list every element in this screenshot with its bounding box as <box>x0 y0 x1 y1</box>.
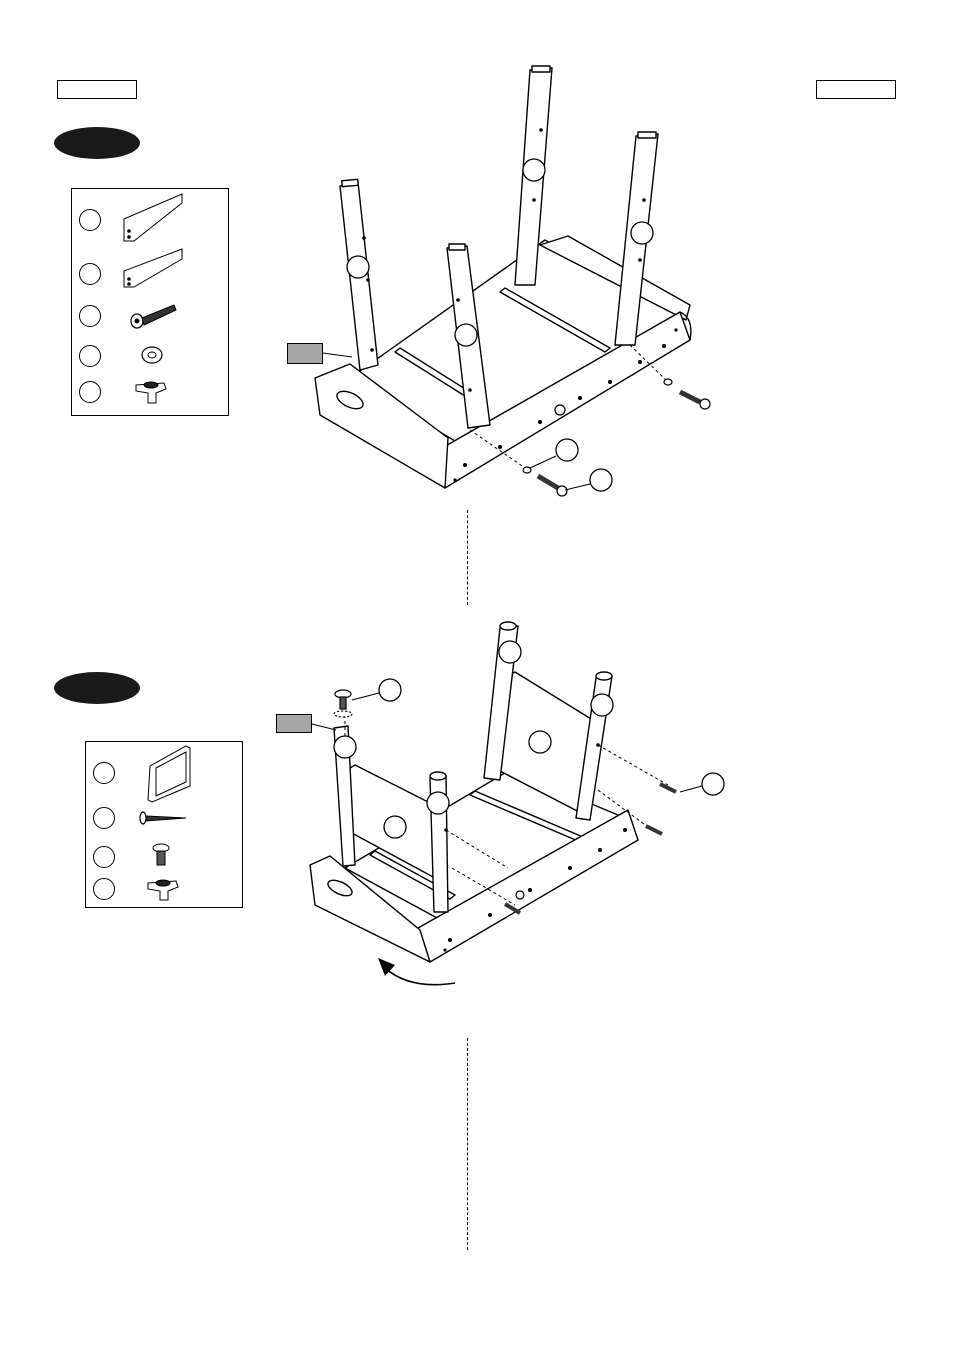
step-1-divider <box>467 510 468 605</box>
bolt-icon <box>130 304 177 329</box>
step-1-parts-icons <box>123 193 183 404</box>
step-2-parts-icons <box>139 745 191 901</box>
callout-bolt <box>589 468 613 492</box>
callout2-panel-b <box>383 815 407 839</box>
step-1-parts-box <box>71 188 229 416</box>
rotate-arrow-icon <box>384 967 456 986</box>
callout2-top <box>378 678 402 702</box>
callout-leg-c <box>630 221 654 245</box>
callout-leg-b <box>522 158 546 182</box>
callout2-screw <box>701 772 725 796</box>
cam-bolt-icon <box>152 843 170 866</box>
callout-leg-d <box>454 323 478 347</box>
step-1-tag <box>287 343 323 364</box>
part-callout-2 <box>79 263 101 285</box>
part-callout-3 <box>79 305 101 327</box>
callout-washer <box>555 438 579 462</box>
handle-cutout <box>336 390 364 410</box>
short-bracket-icon <box>123 248 183 288</box>
long-bracket-icon <box>123 193 183 242</box>
washer-icon <box>141 346 163 364</box>
panel-icon <box>147 745 191 803</box>
part-callout-7 <box>93 807 115 829</box>
part-callout-8 <box>93 846 115 868</box>
cross-brace-2 <box>499 287 611 353</box>
header-right-label <box>816 80 896 99</box>
leg2-back-left <box>333 725 356 867</box>
callout2-leg-b <box>590 693 614 717</box>
cam-lock-icon <box>147 879 179 901</box>
callout2-leg-c <box>333 735 357 759</box>
step-2-parts-box <box>85 741 243 908</box>
part-callout-5 <box>79 381 101 403</box>
step-2-divider <box>467 1038 468 1250</box>
part-callout-9 <box>93 878 115 900</box>
callout2-leg-d <box>426 791 450 815</box>
callout2-panel-a <box>528 730 552 754</box>
header-left-label <box>57 80 137 99</box>
callout2-leg-a <box>498 640 522 664</box>
barrel-nut-icon <box>135 381 167 404</box>
callout-leg-a <box>346 255 370 279</box>
part-callout-1 <box>79 209 101 231</box>
part-callout-4 <box>79 345 101 367</box>
step-1-badge <box>54 127 140 159</box>
handle2-cutout <box>327 879 353 897</box>
step-2-tag <box>276 714 312 733</box>
screw-icon <box>139 811 187 825</box>
step-2-badge <box>54 672 140 704</box>
part-callout-6 <box>93 762 115 784</box>
